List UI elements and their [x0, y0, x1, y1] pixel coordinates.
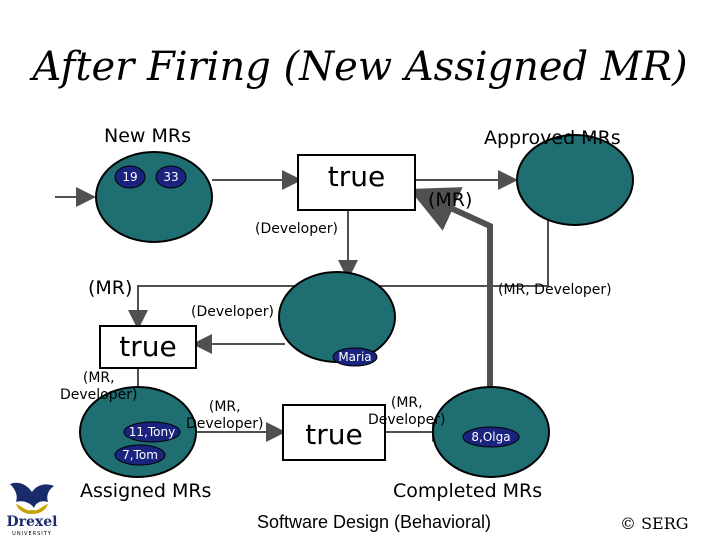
token-developer-maria-label: Maria: [338, 350, 371, 364]
arc-label-mr-developer-right: (MR, Developer): [498, 282, 612, 298]
transition-assign-label: true: [119, 330, 177, 363]
arc-completed-to-developers: [409, 187, 493, 405]
footer-copyright: © SERG: [620, 514, 689, 533]
arc-label-mr-developer-bottom: (MR, Developer): [368, 395, 446, 428]
token-developer-maria: [332, 347, 378, 367]
transition-complete-label: true: [305, 418, 363, 451]
drexel-logo-text: Drexel: [6, 514, 58, 530]
token-completed-1-label: 8,Olga: [471, 430, 510, 444]
arc-label-mr-left: (MR): [88, 277, 133, 299]
drexel-logo-subtext: UNIVERSITY: [12, 531, 52, 537]
arc-label-mr-developer-left: (MR, Developer): [60, 370, 138, 403]
arc-label-developer-mid: (Developer): [191, 304, 274, 320]
token-new-1-label: 19: [122, 170, 137, 184]
token-new-2: [155, 165, 187, 189]
token-assigned-2: [114, 444, 166, 466]
slide-title: After Firing (New Assigned MR): [32, 44, 688, 90]
arc-label-mr-developer-mid: (MR, Developer): [186, 399, 264, 432]
place-approved-mrs: [516, 134, 634, 226]
place-new-mrs: [95, 151, 213, 243]
transition-approve: [297, 154, 416, 211]
token-completed-1: [462, 426, 520, 448]
place-new-mrs-label: New MRs: [104, 125, 191, 147]
token-assigned-1-label: 11,Tony: [129, 425, 175, 439]
place-developers: [278, 271, 396, 363]
transition-complete: [282, 404, 386, 461]
arc-label-mr-top: (MR): [428, 189, 473, 211]
token-assigned-1: [123, 421, 181, 443]
token-assigned-2-label: 7,Tom: [122, 448, 158, 462]
footer-course-title: Software Design (Behavioral): [256, 512, 492, 532]
transition-approve-label: true: [327, 160, 386, 193]
token-new-1: [114, 165, 146, 189]
arc-label-developer-top: (Developer): [255, 221, 338, 237]
token-new-2-label: 33: [163, 170, 178, 184]
place-approved-mrs-label: Approved MRs: [484, 127, 621, 149]
place-completed-mrs-label: Completed MRs: [393, 480, 543, 502]
place-assigned-mrs-label: Assigned MRs: [80, 480, 212, 502]
transition-assign: [99, 325, 197, 369]
drexel-dragon-logo: [2, 478, 62, 538]
